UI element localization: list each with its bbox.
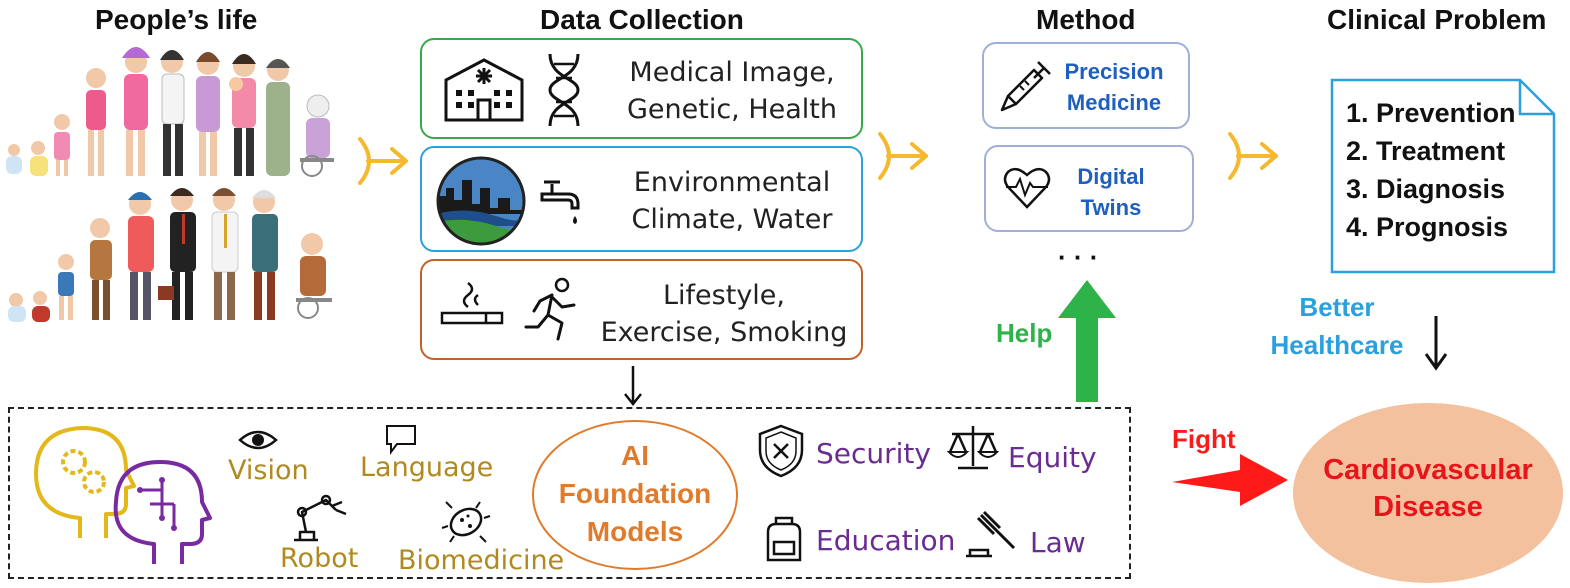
clinical-problem-list: 1. Prevention 2. Treatment 3. Diagnosis …	[1346, 94, 1516, 246]
method-precision-line1: Precision	[1064, 59, 1164, 84]
concern-security: Security	[816, 437, 931, 470]
dna-icon	[548, 53, 580, 127]
method-box-digital-twins: Digital Twins	[984, 145, 1194, 232]
method-digital-line1: Digital	[1077, 164, 1145, 189]
method-precision-text: Precision Medicine	[1054, 56, 1174, 118]
data-box-medical: Medical Image, Genetic, Health	[420, 38, 863, 139]
capability-vision: Vision	[228, 455, 309, 486]
running-icon	[524, 277, 576, 341]
arrow-data-to-ai	[624, 366, 642, 407]
header-data-collection: Data Collection	[540, 4, 744, 35]
method-digital-line2: Twins	[1080, 195, 1142, 220]
arrow-clinical-to-disease	[1424, 316, 1448, 371]
method-precision-line2: Medicine	[1066, 90, 1162, 115]
problem-item: 1. Prevention	[1346, 98, 1516, 128]
ai-foundation-panel	[8, 407, 1131, 579]
data-box-medical-text: Medical Image, Genetic, Health	[612, 54, 852, 128]
data-box-lifestyle-text: Lifestyle, Exercise, Smoking	[594, 277, 854, 351]
capability-robot: Robot	[280, 543, 359, 574]
arrow-method-to-clinical	[1228, 132, 1278, 180]
robot-arm-icon	[294, 494, 347, 542]
disease-line1: Cardiovascular	[1323, 454, 1533, 486]
better-healthcare-line2: Healthcare	[1270, 330, 1404, 360]
better-healthcare-label: Better Healthcare	[1266, 288, 1408, 364]
faucet-icon	[540, 180, 580, 224]
city-landscape-icon	[436, 156, 526, 246]
ai-center-line1: AI	[621, 440, 649, 471]
ai-center-line2: Foundation	[558, 478, 712, 509]
problem-item: 4. Prognosis	[1346, 212, 1509, 242]
people-lifespan-illustration	[6, 47, 334, 322]
data-box-environmental-line1: Environmental	[633, 167, 831, 198]
gavel-icon	[966, 510, 1016, 558]
scales-icon	[946, 426, 1000, 470]
capability-language: Language	[360, 452, 494, 483]
bacteria-icon	[441, 501, 491, 543]
fight-arrow	[1172, 454, 1288, 506]
data-box-medical-line2: Genetic, Health	[626, 94, 837, 125]
problem-item: 3. Diagnosis	[1346, 174, 1506, 204]
shield-icon	[758, 424, 804, 478]
fight-label: Fight	[1172, 424, 1236, 454]
eye-icon	[238, 430, 278, 450]
speech-bubble-icon	[386, 425, 416, 455]
header-method: Method	[1036, 4, 1136, 35]
data-box-lifestyle-line1: Lifestyle,	[663, 280, 785, 311]
methods-ellipsis: · · ·	[1058, 242, 1099, 272]
ai-foundation-models-ellipse	[532, 420, 738, 570]
ai-center-line3: Models	[586, 516, 684, 547]
data-box-lifestyle: Lifestyle, Exercise, Smoking	[420, 259, 863, 360]
data-box-environmental: Environmental Climate, Water	[420, 146, 863, 252]
arrow-data-to-method	[878, 132, 928, 180]
method-box-precision-medicine: Precision Medicine	[982, 42, 1190, 129]
problem-item: 2. Treatment	[1346, 136, 1506, 166]
arrow-people-to-data	[358, 137, 408, 185]
clinical-problem-document	[1330, 78, 1556, 274]
better-healthcare-line1: Better	[1299, 292, 1375, 322]
cardiovascular-disease-ellipse	[1293, 403, 1563, 583]
syringe-icon	[1000, 61, 1051, 112]
ai-foundation-models-text: AI Foundation Models	[532, 437, 738, 551]
cigarette-icon	[440, 282, 504, 325]
capability-biomedicine: Biomedicine	[398, 545, 565, 576]
heart-pulse-icon	[1003, 167, 1051, 209]
header-clinical-problem: Clinical Problem	[1327, 4, 1547, 35]
concern-equity: Equity	[1008, 441, 1097, 474]
help-arrow	[1058, 280, 1116, 402]
data-box-medical-line1: Medical Image,	[629, 57, 835, 88]
method-digital-text: Digital Twins	[1056, 161, 1166, 223]
cardiovascular-disease-text: Cardiovascular Disease	[1293, 452, 1563, 526]
data-box-lifestyle-line2: Exercise, Smoking	[600, 317, 848, 348]
male-lifespan-row	[8, 188, 332, 322]
data-box-environmental-line2: Climate, Water	[631, 204, 833, 235]
concern-education: Education	[816, 524, 956, 557]
ai-heads-icon	[34, 426, 212, 564]
header-peoples-life: People’s life	[95, 4, 258, 35]
concern-law: Law	[1030, 526, 1086, 559]
data-box-environmental-text: Environmental Climate, Water	[617, 164, 847, 238]
disease-line2: Disease	[1373, 491, 1483, 523]
help-label: Help	[996, 318, 1053, 348]
hospital-icon	[444, 58, 524, 122]
female-lifespan-row	[6, 47, 334, 177]
backpack-icon	[766, 516, 802, 562]
